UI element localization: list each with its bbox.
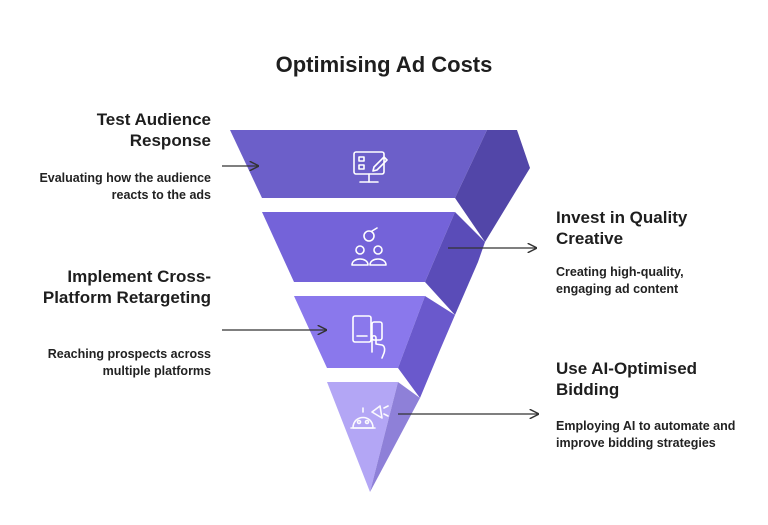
stage-1-label: Test Audience Response <box>96 110 211 150</box>
stage-2-label: Invest in Quality Creative <box>556 208 688 248</box>
funnel-layer-3 <box>294 296 455 398</box>
stage-2-description: Creating high-quality, engaging ad conte… <box>556 265 684 296</box>
monitor-edit-icon <box>353 151 388 183</box>
funnel-layer-4 <box>327 382 420 492</box>
stage-4-description: Employing AI to automate and improve bid… <box>556 419 736 450</box>
stage-1-description: Evaluating how the audience reacts to th… <box>39 171 211 202</box>
funnel-layer-1 <box>230 130 530 242</box>
diagram-title: Optimising Ad Costs <box>275 52 493 77</box>
devices-touch-icon <box>352 315 386 359</box>
ai-robot-megaphone-icon <box>350 405 389 429</box>
stage-3-description: Reaching prospects across multiple platf… <box>47 347 211 378</box>
team-ideas-icon <box>351 227 387 266</box>
stage-3-label: Implement Cross-Platform Retargeting <box>42 267 211 307</box>
stage-4-label: Use AI-Optimised Bidding <box>556 359 698 399</box>
